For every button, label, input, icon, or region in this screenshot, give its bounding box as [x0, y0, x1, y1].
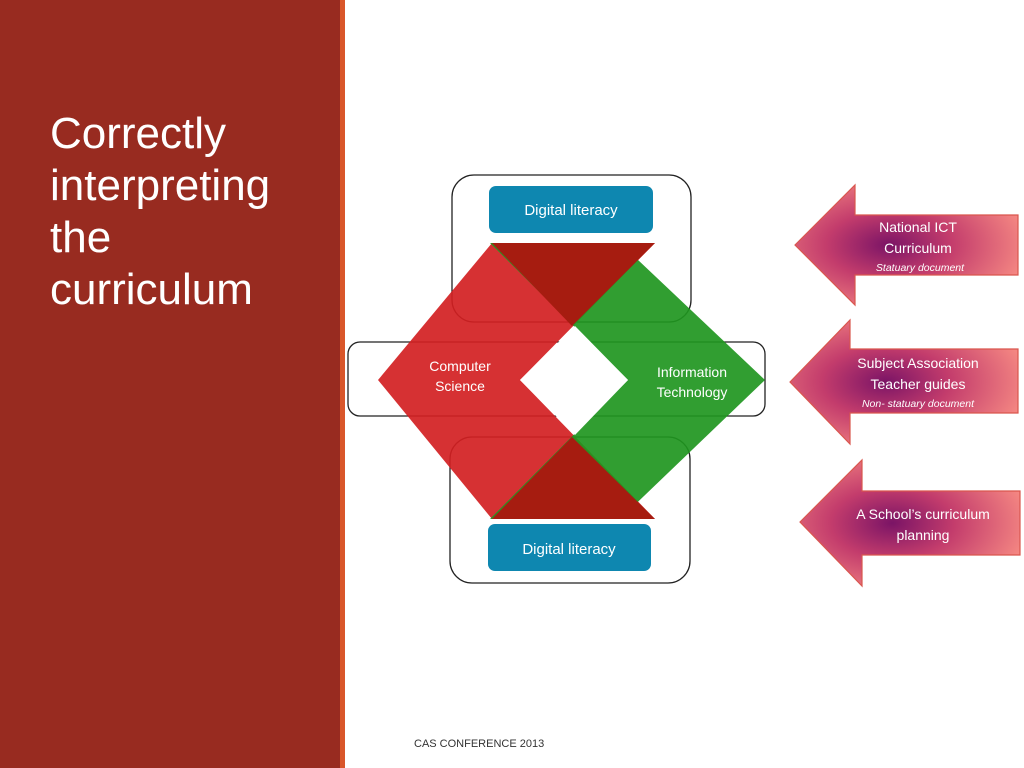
footer-text: CAS CONFERENCE 2013: [414, 738, 545, 750]
slide-title-line: Correctly: [50, 109, 227, 158]
arrow-label-line: Curriculum: [884, 240, 952, 256]
digital-literacy-top-box: [489, 186, 653, 233]
information-technology-label-line: Technology: [657, 384, 728, 400]
slide-title: Correctly interpreting the curriculum: [50, 108, 335, 316]
center-hole: [520, 326, 628, 435]
arrow-label-line: Teacher guides: [871, 376, 966, 392]
arrow-note: Statuary document: [876, 262, 965, 274]
subject-association-arrow: [789, 318, 1019, 446]
bottom-overlap: [492, 437, 655, 519]
information-technology-label-line: Information: [657, 364, 727, 380]
computer-science-label-line: Computer: [429, 358, 491, 374]
slide-title-line: curriculum: [50, 265, 253, 314]
national-ict-curriculum-arrow: [794, 183, 1019, 307]
school-curriculum-planning-arrow: [799, 458, 1021, 588]
arrow-label-line: National ICT: [879, 219, 957, 235]
slide-title-line: interpreting: [50, 161, 271, 210]
information-technology-band: [490, 243, 765, 519]
arrow-label-line: planning: [897, 527, 950, 543]
top-overlap: [492, 243, 655, 326]
digital-literacy-bottom-label: Digital literacy: [522, 541, 616, 558]
title-panel: [0, 0, 340, 768]
digital-literacy-top-label: Digital literacy: [524, 202, 618, 219]
digital-literacy-bottom-box: [488, 524, 651, 571]
arrow-label-line: A School’s curriculum: [856, 506, 990, 522]
arrow-note: Non- statuary document: [862, 398, 975, 410]
slide-title-line: the: [50, 213, 112, 262]
arrow-label-line: Subject Association: [857, 355, 978, 371]
computer-science-label-line: Science: [435, 378, 485, 394]
title-panel-edge: [340, 0, 345, 768]
